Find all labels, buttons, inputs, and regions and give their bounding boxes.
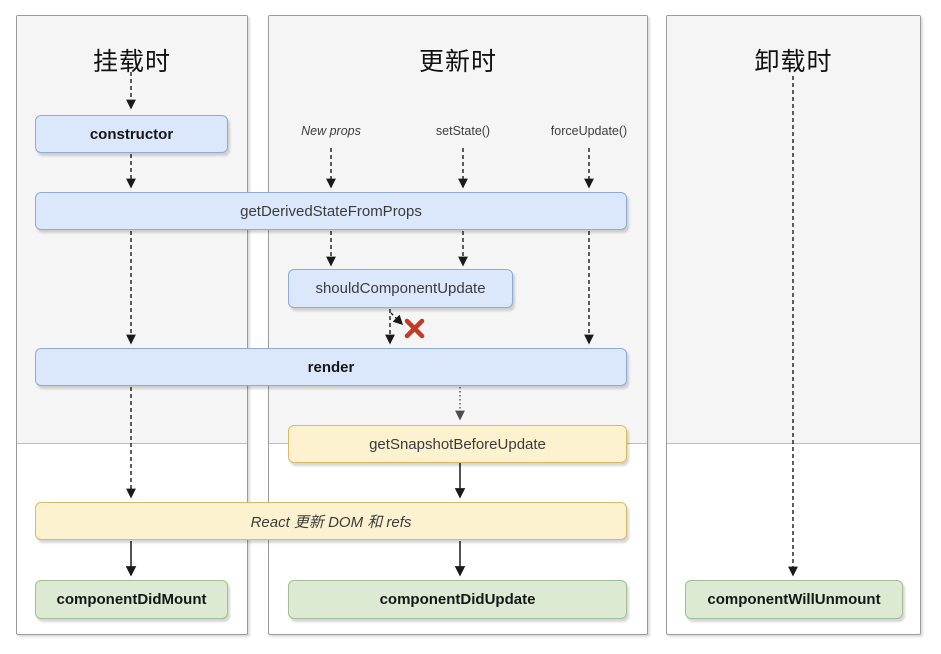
panel-mounting: 挂载时 — [16, 15, 248, 635]
node-getderivedstatefromprops: getDerivedStateFromProps — [35, 192, 627, 230]
node-componentdidmount: componentDidMount — [35, 580, 228, 619]
node-componentwillunmount: componentWillUnmount — [685, 580, 903, 619]
trigger-forceupdate: forceUpdate() — [550, 124, 628, 138]
node-shouldcomponentupdate: shouldComponentUpdate — [288, 269, 513, 308]
panel-unmounting: 卸载时 — [666, 15, 921, 635]
trigger-setstate: setState() — [435, 124, 491, 138]
trigger-new-props: New props — [301, 124, 361, 138]
column-title-unmounting: 卸载时 — [754, 48, 833, 76]
node-constructor: constructor — [35, 115, 228, 153]
panel-updating: 更新时 — [268, 15, 648, 635]
column-title-updating: 更新时 — [418, 48, 497, 76]
node-react-updates-dom: React 更新 DOM 和 refs — [35, 502, 627, 540]
node-getsnapshotbeforeupdate: getSnapshotBeforeUpdate — [288, 425, 627, 463]
column-title-mounting: 挂载时 — [92, 48, 171, 76]
node-render: render — [35, 348, 627, 386]
render-phase-zone-unmounting — [667, 16, 920, 444]
node-componentdidupdate: componentDidUpdate — [288, 580, 627, 619]
